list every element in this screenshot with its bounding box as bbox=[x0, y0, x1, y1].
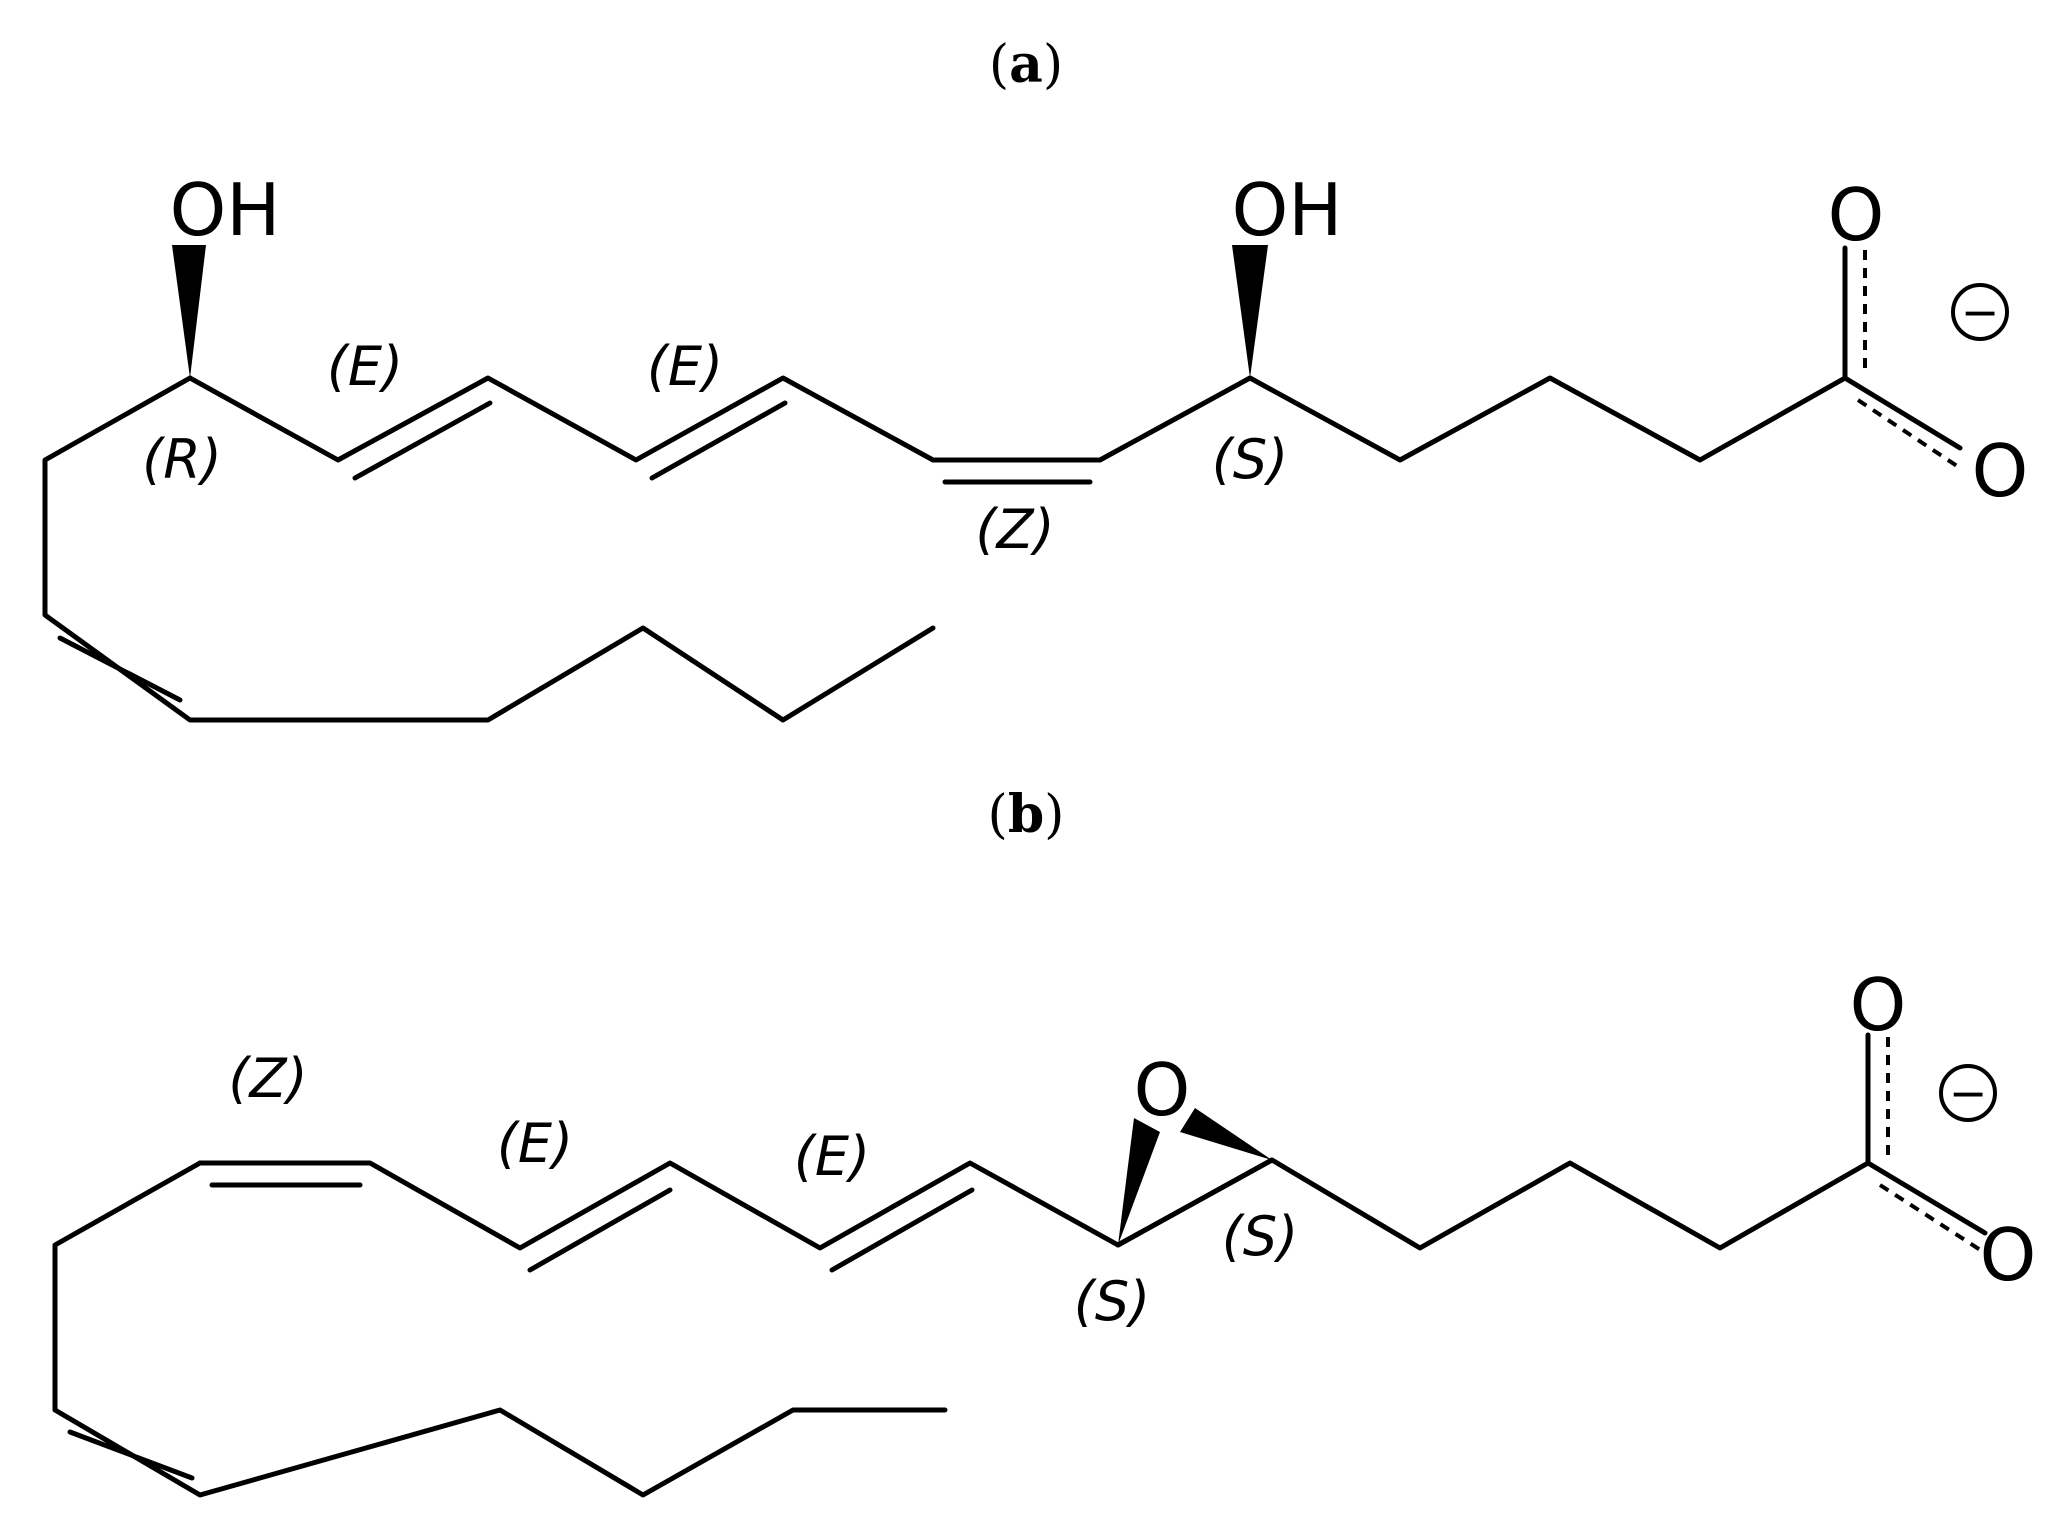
panel-a-oxygen-top: O bbox=[1828, 173, 1885, 257]
panel-b-carboxyl-bottom-dash bbox=[1878, 1183, 1987, 1255]
panel-b-double-bond-e1 bbox=[527, 1187, 673, 1273]
panel-b-stereo-s-right: (S) bbox=[1222, 1205, 1298, 1268]
panel-a-stereo-r: (R) bbox=[142, 428, 222, 491]
panel-a-stereo-e1: (E) bbox=[327, 335, 403, 398]
panel-a-carboxyl-bottom-bond bbox=[1842, 375, 1963, 451]
panel-a-double-bond-e2 bbox=[649, 400, 788, 481]
panel-b-double-bond-tail bbox=[67, 1429, 195, 1481]
panel-a-main-chain bbox=[187, 375, 1848, 463]
panel-a: (a) OH OH O O − (R) (E) (E) (Z) (S) bbox=[42, 34, 2029, 723]
panel-a-label-letter: a bbox=[1009, 34, 1043, 95]
panel-a-stereo-e2: (E) bbox=[647, 335, 723, 398]
panel-b-label-letter: b bbox=[1008, 784, 1044, 845]
panel-a-backbone bbox=[42, 375, 936, 723]
panel-a-double-bond-e1 bbox=[352, 400, 493, 481]
panel-a-wedge-left bbox=[172, 245, 206, 378]
panel-a-oh-left: OH bbox=[170, 168, 281, 252]
panel-b-epoxide-wedge-right bbox=[1180, 1108, 1272, 1160]
panel-b-stereo-e1: (E) bbox=[497, 1112, 573, 1175]
panel-b-stereo-s-left: (S) bbox=[1074, 1270, 1150, 1333]
panel-b-label: (b) bbox=[988, 784, 1065, 845]
panel-a-oh-right: OH bbox=[1232, 168, 1343, 252]
panel-a-stereo-s: (S) bbox=[1212, 428, 1288, 491]
panel-a-wedge-right bbox=[1232, 245, 1268, 378]
panel-b: (b) O O O − (Z) (E) (E) (S) (S) bbox=[52, 784, 2037, 1498]
panel-b-stereo-e2: (E) bbox=[794, 1125, 870, 1188]
panel-b-epoxide-bond bbox=[1115, 1157, 1275, 1248]
panel-b-double-bond-e2 bbox=[829, 1187, 975, 1273]
panel-b-oxygen-top: O bbox=[1850, 963, 1907, 1047]
panel-a-stereo-z: (Z) bbox=[975, 498, 1054, 561]
panel-a-oxygen-bottom: O bbox=[1972, 429, 2029, 513]
panel-a-charge-ring bbox=[1951, 283, 2009, 341]
panel-b-charge-sign: − bbox=[1949, 1066, 1988, 1120]
panel-b-epoxide-oxygen: O bbox=[1134, 1048, 1191, 1132]
panel-b-carboxyl-bottom-bond bbox=[1865, 1160, 1988, 1236]
panel-a-charge-sign: − bbox=[1961, 285, 2000, 339]
panel-a-label: (a) bbox=[989, 34, 1063, 95]
panel-b-charge-ring bbox=[1939, 1064, 1997, 1122]
panel-a-double-bond-tail bbox=[57, 635, 183, 703]
panel-b-epoxide-wedge-left bbox=[1118, 1118, 1160, 1245]
panel-b-backbone bbox=[52, 1160, 948, 1498]
panel-b-oxygen-bottom: O bbox=[1980, 1213, 2037, 1297]
panel-b-stereo-z: (Z) bbox=[228, 1047, 307, 1110]
panel-b-main-chain bbox=[197, 1157, 1871, 1251]
panel-a-carboxyl-bottom-dash bbox=[1856, 398, 1962, 470]
